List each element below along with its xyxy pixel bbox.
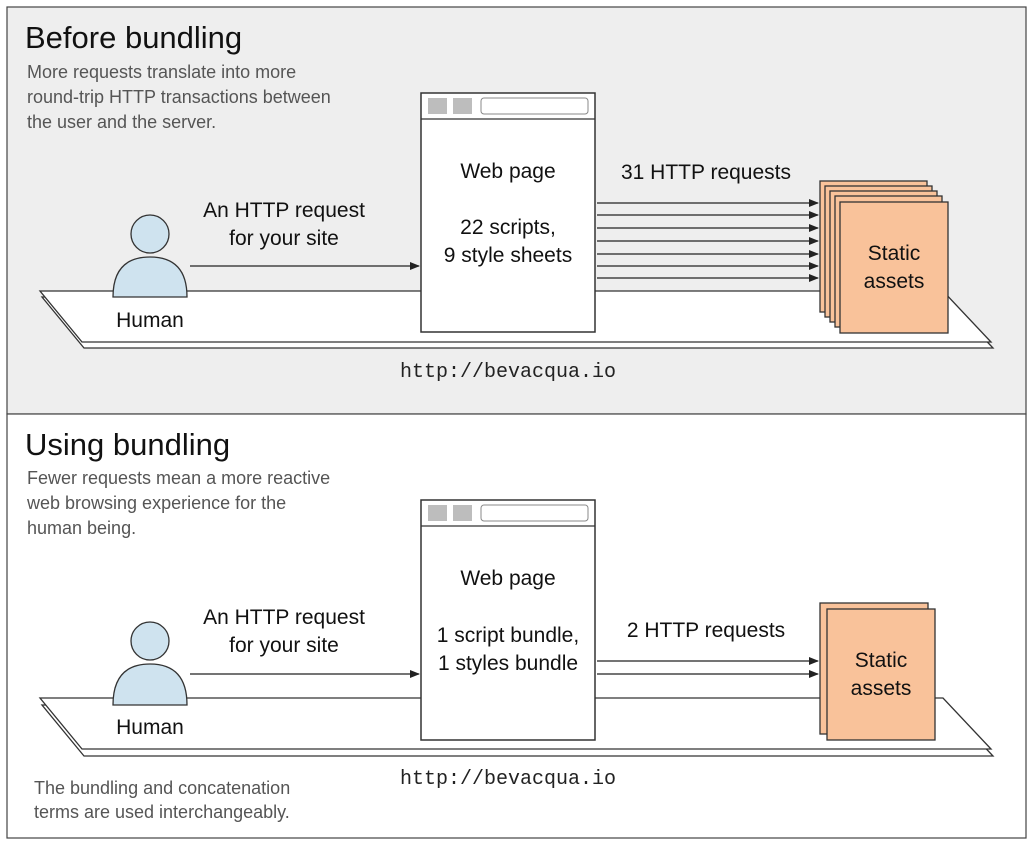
address-bar [480, 504, 589, 522]
before-assets-label-line-1: Static [868, 242, 921, 265]
after-request-label-line-1: An HTTP request [203, 606, 365, 629]
before-webpage-content-line-2: 9 style sheets [444, 244, 572, 267]
before-webpage-title: Web page [460, 160, 555, 183]
after-static-assets-stack [819, 602, 936, 741]
footnote-line-2: terms are used interchangeably. [34, 802, 290, 822]
browser-button-icon [428, 98, 447, 114]
footnote-line-1: The bundling and concatenation [34, 778, 290, 798]
after-webpage-window [420, 499, 596, 741]
after-webpage-content-line-1: 1 script bundle, [437, 624, 579, 647]
after-webpage-content-line-2: 1 styles bundle [438, 652, 578, 675]
after-request-arrows [597, 657, 819, 678]
before-request-label-line-2: for your site [229, 227, 339, 250]
address-bar [480, 97, 589, 115]
before-request-arrows [597, 199, 819, 282]
before-request-label-line-1: An HTTP request [203, 199, 365, 222]
browser-button-icon [453, 505, 472, 521]
after-request-label-line-2: for your site [229, 634, 339, 657]
before-bundling-panel: Before bundling More requests translate … [6, 6, 1027, 415]
after-assets-label-line-1: Static [855, 649, 908, 672]
before-title: Before bundling [25, 20, 242, 55]
after-description-line-2: web browsing experience for the [26, 493, 286, 513]
before-description-line-3: the user and the server. [27, 112, 216, 132]
before-webpage-window [420, 92, 596, 333]
before-static-assets-stack [819, 180, 949, 334]
after-url: http://bevacqua.io [400, 768, 616, 791]
after-human-label: Human [116, 716, 184, 739]
before-webpage-content-line-1: 22 scripts, [460, 216, 556, 239]
after-title: Using bundling [25, 427, 230, 462]
before-human-icon [112, 214, 188, 298]
before-requests-label: 31 HTTP requests [621, 161, 791, 184]
after-description-line-3: human being. [27, 518, 136, 538]
after-webpage-title: Web page [460, 567, 555, 590]
browser-button-icon [428, 505, 447, 521]
using-bundling-panel: Using bundling Fewer requests mean a mor… [6, 413, 1027, 839]
before-description-line-1: More requests translate into more [27, 62, 296, 82]
after-description-line-1: Fewer requests mean a more reactive [27, 468, 330, 488]
after-assets-label-line-2: assets [851, 677, 912, 700]
before-url: http://bevacqua.io [400, 361, 616, 384]
after-requests-label: 2 HTTP requests [627, 619, 785, 642]
after-human-icon [112, 621, 188, 706]
browser-button-icon [453, 98, 472, 114]
before-human-label: Human [116, 309, 184, 332]
before-assets-label-line-2: assets [864, 270, 925, 293]
before-description-line-2: round-trip HTTP transactions between [27, 87, 331, 107]
